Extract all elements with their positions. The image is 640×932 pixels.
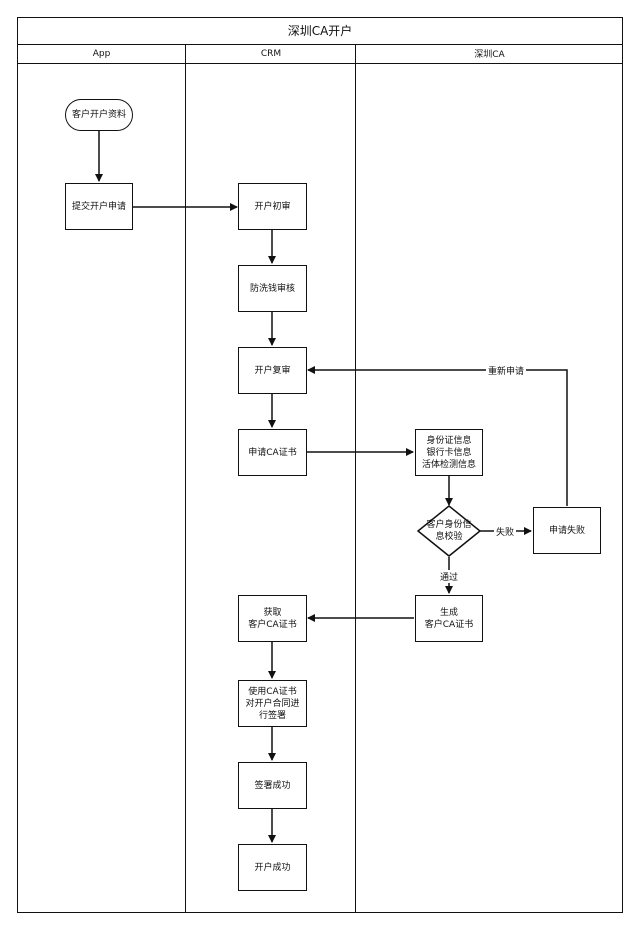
node-identity-info: 身份证信息 银行卡信息 活体检测信息 — [415, 429, 483, 476]
node-submit-application: 提交开户申请 — [65, 183, 133, 230]
lane-header-app: App — [17, 44, 186, 64]
lane-divider-crm-ca — [355, 44, 356, 913]
swimlane-frame — [17, 17, 623, 913]
node-aml-review: 防洗钱审核 — [238, 265, 307, 312]
node-first-review: 开户初审 — [238, 183, 307, 230]
edge-label-fail: 失败 — [494, 525, 517, 538]
node-apply-ca-cert: 申请CA证书 — [238, 429, 307, 476]
node-start: 客户开户资料 — [65, 99, 133, 131]
node-sign-success: 签署成功 — [238, 762, 307, 809]
node-open-success: 开户成功 — [238, 844, 307, 891]
lane-header-shenzhen-ca: 深圳CA — [356, 44, 623, 64]
node-obtain-cert: 获取 客户CA证书 — [238, 595, 307, 642]
edge-fail-second-review — [307, 366, 568, 506]
node-second-review: 开户复审 — [238, 347, 307, 394]
node-generate-cert: 生成 客户CA证书 — [415, 595, 483, 642]
diagram-title: 深圳CA开户 — [17, 17, 623, 45]
verify-diamond-shape — [416, 505, 482, 557]
node-apply-failed: 申请失败 — [533, 507, 601, 554]
lane-divider-app-crm — [185, 44, 186, 913]
node-verify-decision: 客户身份信 息校验 — [426, 520, 472, 542]
edge-label-reapply: 重新申请 — [486, 364, 527, 377]
lane-header-crm: CRM — [186, 44, 356, 64]
edge-label-pass: 通过 — [438, 570, 461, 583]
node-sign-contract: 使用CA证书 对开户合同进 行签署 — [238, 680, 307, 727]
